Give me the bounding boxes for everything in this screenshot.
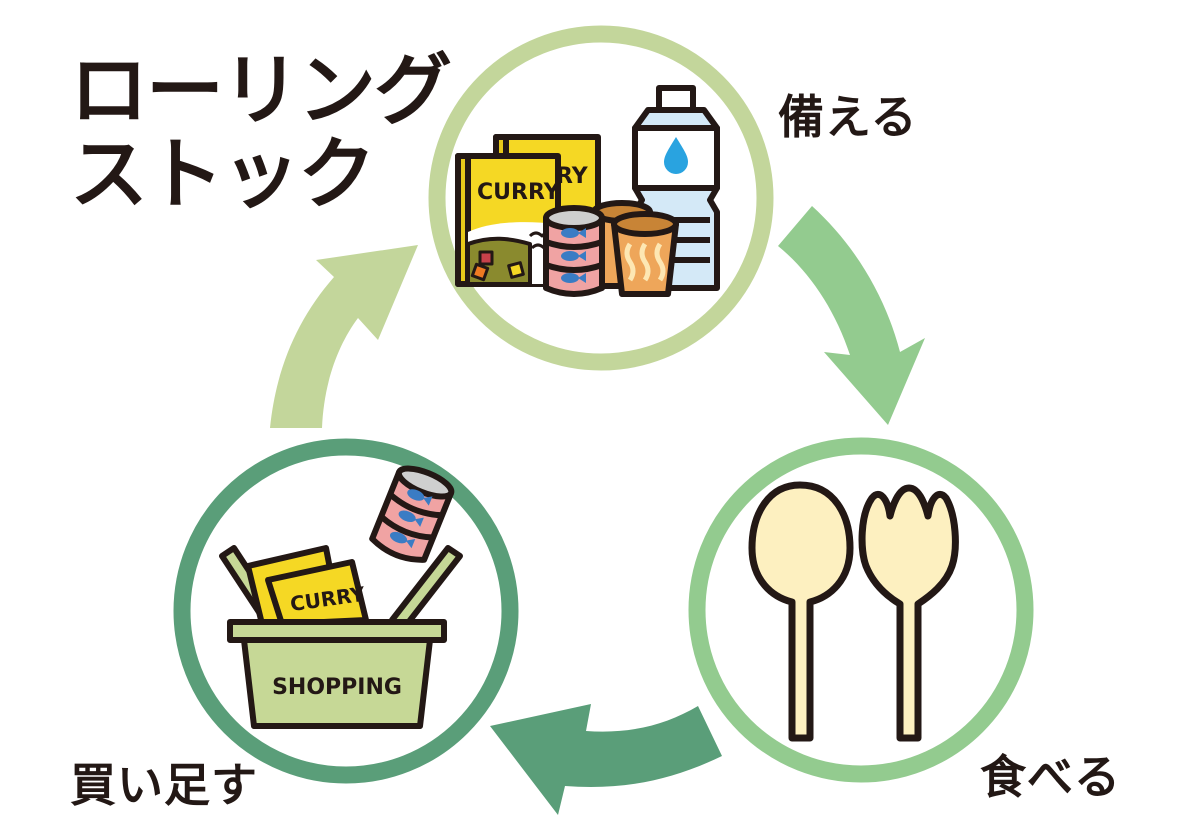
stockpile-icon: RY CURRY xyxy=(455,85,720,297)
arrow-eat-to-buy xyxy=(490,704,722,815)
title-line-2: ストック xyxy=(70,130,376,220)
basket-body xyxy=(241,637,433,729)
curry-box-front: CURRY xyxy=(455,153,561,287)
fork-icon xyxy=(858,484,959,742)
title-line-1: ローリング xyxy=(70,46,452,136)
basket-label: SHOPPING xyxy=(272,675,402,700)
falling-fish-can xyxy=(369,465,455,563)
spoon-fork-icon xyxy=(748,481,959,742)
arrow-buy-to-prepare xyxy=(270,245,418,428)
fish-can-stack xyxy=(543,205,605,297)
arrow-prepare-to-eat xyxy=(778,206,925,425)
curry-box-label: CURRY xyxy=(477,180,561,205)
curry-box-back-label: RY xyxy=(556,164,589,189)
basket-curry-boxes: CURRY xyxy=(245,545,369,627)
instant-cup-front xyxy=(611,211,679,297)
water-drop-icon xyxy=(664,137,688,174)
step-label-buy: 買い足す xyxy=(70,758,258,812)
spoon-icon xyxy=(748,481,854,742)
step-label-eat: 食べる xyxy=(980,750,1121,804)
shopping-basket-icon: CURRY SHOPPING xyxy=(219,465,463,729)
ring-eat xyxy=(688,437,1034,783)
step-label-prepare: 備える xyxy=(778,90,918,144)
